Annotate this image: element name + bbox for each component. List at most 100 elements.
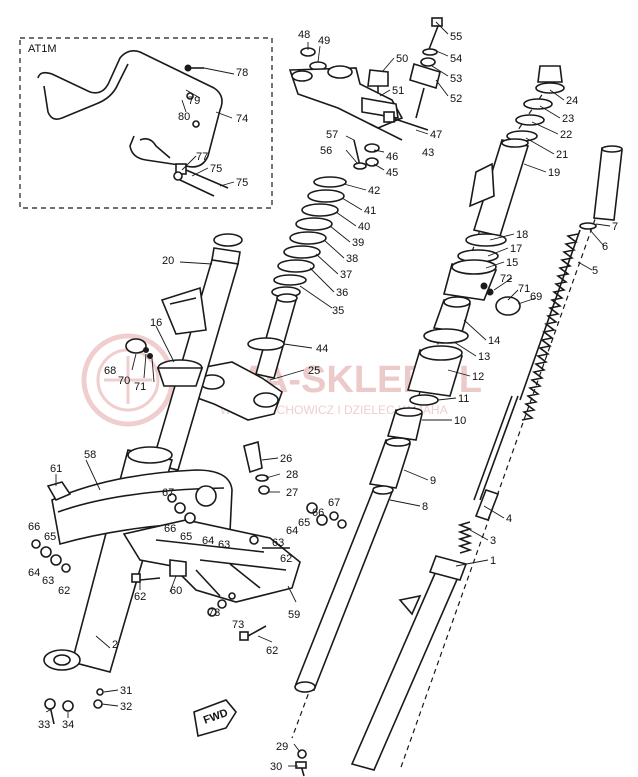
callout-62-left: 62 [134, 591, 146, 603]
callout-67-mid: 67 [162, 487, 174, 499]
callout-65-left: 64 [28, 567, 40, 579]
callout-71-left: 68 [104, 365, 116, 377]
callout-50: 50 [396, 53, 408, 65]
callout-32: 32 [120, 701, 132, 713]
callout-numbers: 55 54 53 52 50 51 48 49 47 43 46 45 57 5… [28, 29, 618, 773]
callout-10: 10 [454, 415, 466, 427]
callout-74: 74 [236, 113, 248, 125]
callout-79: 80 [178, 111, 190, 123]
callout-61: 61 [50, 463, 62, 475]
callout-22: 22 [560, 129, 572, 141]
callout-30: 30 [270, 761, 282, 773]
callout-49: 49 [318, 35, 330, 47]
callout-17: 17 [510, 243, 522, 255]
callout-41: 41 [364, 205, 376, 217]
inset-label: AT1M [28, 43, 57, 55]
callout-75-upper: 75 [210, 163, 222, 175]
callout-70: 73 [208, 607, 220, 619]
callout-80: 79 [188, 95, 200, 107]
callout-55: 55 [450, 31, 462, 43]
callout-14: 14 [488, 335, 500, 347]
callout-39: 39 [352, 237, 364, 249]
callout-75-lower: 75 [236, 177, 248, 189]
callout-68: 67 [328, 497, 340, 509]
callout-60: 60 [170, 585, 182, 597]
callout-35: 35 [332, 305, 344, 317]
callout-26: 26 [280, 453, 292, 465]
callout-36: 36 [336, 287, 348, 299]
callout-64-right: 64 [286, 525, 298, 537]
callout-65-right: 65 [298, 517, 310, 529]
callout-66-mid: 66 [164, 523, 176, 535]
callout-51: 51 [392, 85, 404, 97]
callout-3: 3 [490, 535, 496, 547]
callout-77: 77 [196, 151, 208, 163]
callout-66-right: 66 [312, 507, 324, 519]
callout-46: 46 [386, 151, 398, 163]
callout-48: 48 [298, 29, 310, 41]
callout-65-mid: 65 [180, 531, 192, 543]
callout-27: 27 [286, 487, 298, 499]
callout-29: 29 [276, 741, 288, 753]
callout-11: 11 [458, 393, 469, 405]
callout-53: 53 [450, 73, 462, 85]
callout-21: 21 [556, 149, 568, 161]
callout-24: 24 [566, 95, 578, 107]
callout-34: 34 [62, 719, 74, 731]
callout-59: 59 [288, 609, 300, 621]
callout-8: 8 [422, 501, 428, 513]
callout-31: 31 [120, 685, 132, 697]
callout-2: 2 [112, 639, 118, 651]
callout-56: 56 [320, 145, 332, 157]
callout-1: 1 [490, 555, 496, 567]
callout-63-left: 62 [58, 585, 70, 597]
callout-40: 40 [358, 221, 370, 233]
callout-69: 73 [232, 619, 244, 631]
callout-72-left: 70 [118, 375, 130, 387]
callout-15: 15 [506, 257, 518, 269]
callout-28: 28 [286, 469, 298, 481]
callout-38: 38 [346, 253, 358, 265]
steering-head [189, 17, 443, 495]
callout-5: 5 [592, 265, 598, 277]
callout-62-bottom: 62 [266, 645, 278, 657]
callout-45: 45 [386, 167, 398, 179]
callout-44: 44 [316, 343, 328, 355]
callout-63-mid: 63 [218, 539, 230, 551]
callout-42: 42 [368, 185, 380, 197]
callout-62-right: 62 [280, 553, 292, 565]
callout-47: 47 [430, 129, 442, 141]
callout-6: 6 [602, 241, 608, 253]
callout-54: 54 [450, 53, 462, 65]
callout-20: 20 [162, 255, 174, 267]
callout-52: 52 [450, 93, 462, 105]
callout-66-left: 65 [44, 531, 56, 543]
callout-58: 58 [84, 449, 96, 461]
callout-9: 9 [430, 475, 436, 487]
callout-23: 23 [562, 113, 574, 125]
fork-spring [521, 233, 579, 421]
callout-18: 18 [516, 229, 528, 241]
leader-lines [45, 21, 611, 767]
callout-72-right: 71 [518, 283, 530, 295]
callout-64-mid: 64 [202, 535, 214, 547]
callout-71-right: 69 [530, 291, 542, 303]
inset-handlebar-box: AT1M [19, 37, 273, 209]
fender-hardware [31, 493, 347, 777]
callout-13: 13 [478, 351, 490, 363]
callout-25: 25 [308, 365, 320, 377]
front-fender [46, 469, 233, 546]
callout-67-left: 66 [28, 521, 40, 533]
right-fork-leg [291, 65, 623, 771]
callout-4: 4 [506, 513, 512, 525]
callout-57: 57 [326, 129, 338, 141]
callout-7: 7 [612, 221, 618, 233]
callout-37: 37 [340, 269, 352, 281]
callout-16: 16 [150, 317, 162, 329]
callout-63-right: 63 [272, 537, 284, 549]
callout-64-left: 63 [42, 575, 54, 587]
callout-12: 12 [472, 371, 484, 383]
callout-78: 78 [236, 67, 248, 79]
callout-19: 19 [548, 167, 560, 179]
